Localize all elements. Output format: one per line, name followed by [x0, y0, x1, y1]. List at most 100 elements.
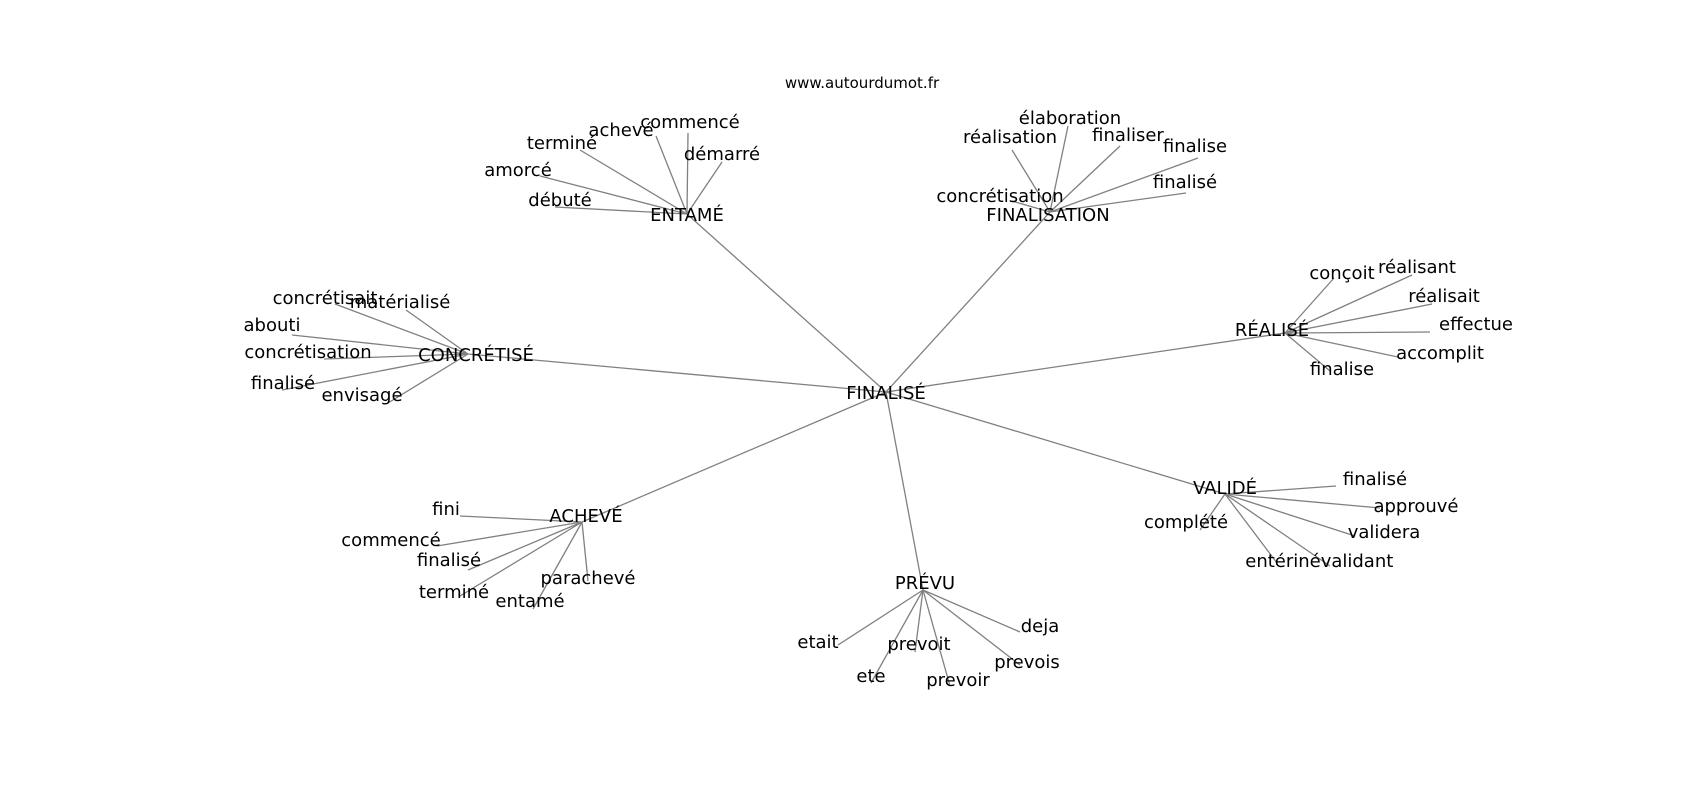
word-prevu-etait: etait [797, 632, 838, 653]
edge-acheve-commence [436, 521, 583, 547]
word-realise-realisant: réalisant [1378, 257, 1456, 278]
word-prevu-deja: deja [1021, 616, 1060, 637]
word-entame-demarre: démarré [684, 144, 760, 165]
word-prevu-ete: ete [856, 666, 885, 687]
word-realise-accomplit: accomplit [1396, 343, 1484, 364]
edge-realise-concoit [1284, 277, 1335, 334]
hub-valide: VALIDÉ [1193, 477, 1257, 499]
edge-concretise-envisage [387, 353, 469, 404]
edge-prevu-prevois [922, 589, 1021, 666]
edge-entame-amorce [539, 175, 688, 215]
word-prevu-prevoit: prevoit [887, 634, 950, 655]
edge-entame-commence [686, 132, 689, 215]
edge-prevu-prevoit [914, 589, 924, 653]
hub-finalisation: FINALISATION [986, 205, 1109, 226]
word-concretise-materialise: matérialisé [350, 292, 451, 313]
edge-valide-validant [1224, 493, 1331, 567]
word-prevu-prevoir: prevoir [926, 670, 990, 691]
hub-prevu: PRÉVU [895, 572, 955, 594]
word-valide-complete: complété [1144, 512, 1228, 533]
word-concretise-finalise: finalisé [251, 373, 315, 394]
word-finalisation-finaliser: finaliser [1092, 125, 1164, 146]
edge-concretise-materialise [405, 309, 469, 355]
hub-realise: RÉALISÉ [1235, 319, 1309, 341]
word-finalisation-finalise: finalise [1163, 136, 1227, 157]
word-finalisation-concretisation: concrétisation [936, 186, 1063, 207]
word-concretise-concretisation: concrétisation [244, 342, 371, 363]
edge-finalisation-finalise [1049, 157, 1199, 213]
word-concretise-abouti: abouti [244, 315, 301, 336]
edge-valide-validera [1224, 493, 1356, 537]
edge-entame-acheve [655, 135, 688, 215]
edge-finalisation-concretisation [1011, 200, 1051, 213]
word-realise-effectue: effectue [1439, 314, 1513, 335]
edge-concretise-abouti [291, 334, 469, 355]
edge-finalisation-elaboration [1049, 125, 1069, 213]
word-acheve-termine: terminé [419, 582, 489, 603]
edge-finalisation-finaliser [1049, 145, 1121, 213]
word-realise-concoit: conçoit [1309, 263, 1374, 284]
edge-valide-complete [1199, 493, 1226, 531]
word-finalisation-elaboration: élaboration [1019, 108, 1121, 129]
edge-prevu-prevoir [922, 589, 951, 687]
edge-finalisation-finalise [1049, 192, 1187, 213]
word-valide-enterine: entériné [1245, 551, 1321, 572]
edge-valide-enterine [1224, 493, 1278, 564]
edge-center-valide [885, 391, 1226, 495]
edge-center-finalisation [885, 211, 1051, 393]
word-acheve-commence: commencé [341, 530, 440, 551]
word-entame-termine: terminé [527, 133, 597, 154]
edge-concretise-concretisation [323, 353, 469, 360]
word-finalisation-realisation: réalisation [963, 127, 1057, 148]
edge-valide-approuve [1224, 493, 1381, 509]
word-finalisation-finalise: finalisé [1153, 172, 1217, 193]
word-entame-acheve: achevé [588, 120, 653, 141]
word-acheve-paracheve: parachevé [541, 568, 636, 589]
word-acheve-fini: fini [432, 499, 460, 520]
edge-prevu-etait [837, 589, 924, 646]
edge-concretise-concretisait [334, 303, 469, 355]
edge-center-acheve [581, 391, 887, 523]
edge-acheve-finalise [467, 521, 583, 571]
edge-acheve-paracheve [581, 521, 589, 582]
edge-prevu-deja [922, 589, 1021, 633]
word-prevu-prevois: prevois [994, 652, 1060, 673]
edge-concretise-finalise [281, 353, 469, 391]
edge-center-prevu [885, 391, 924, 591]
word-valide-validera: validera [1348, 522, 1421, 543]
edge-realise-accomplit [1284, 332, 1399, 358]
word-valide-approuve: approuvé [1373, 496, 1458, 517]
word-entame-amorce: amorcé [484, 160, 552, 181]
word-concretise-concretisait: concrétisait [273, 288, 378, 309]
edge-valide-finalise [1224, 485, 1337, 495]
center-word: FINALISÉ [846, 382, 926, 404]
edge-entame-termine [579, 149, 688, 215]
word-realise-finalise: finalise [1310, 359, 1374, 380]
word-entame-commence: commencé [640, 112, 739, 133]
edge-realise-realisait [1284, 303, 1433, 334]
edge-center-concretise [467, 353, 887, 393]
edge-center-realise [885, 332, 1286, 393]
hub-acheve: ACHEVÉ [549, 505, 622, 527]
hub-concretise: CONCRÉTISÉ [418, 344, 534, 366]
graph-labels: www.autourdumot.fr FINALISÉ commencéache… [244, 74, 1513, 691]
edge-entame-debute [554, 206, 688, 215]
edge-acheve-fini [459, 515, 583, 523]
edge-realise-finalise [1284, 332, 1331, 372]
edge-acheve-termine [459, 521, 583, 597]
word-acheve-entame: entamé [495, 591, 564, 612]
edge-finalisation-realisation [1011, 149, 1051, 213]
edge-acheve-entame [532, 521, 583, 610]
word-entame-debute: débuté [528, 190, 591, 211]
edge-realise-realisant [1284, 274, 1413, 334]
word-concretise-envisage: envisagé [321, 385, 402, 406]
site-url: www.autourdumot.fr [785, 74, 940, 92]
word-realise-realisait: réalisait [1408, 286, 1480, 307]
hub-entame: ENTAMÉ [650, 204, 724, 226]
word-valide-validant: validant [1321, 551, 1394, 572]
edge-center-entame [686, 213, 887, 393]
word-valide-finalise: finalisé [1343, 469, 1407, 490]
edge-realise-effectue [1284, 331, 1431, 334]
word-acheve-finalise: finalisé [417, 550, 481, 571]
